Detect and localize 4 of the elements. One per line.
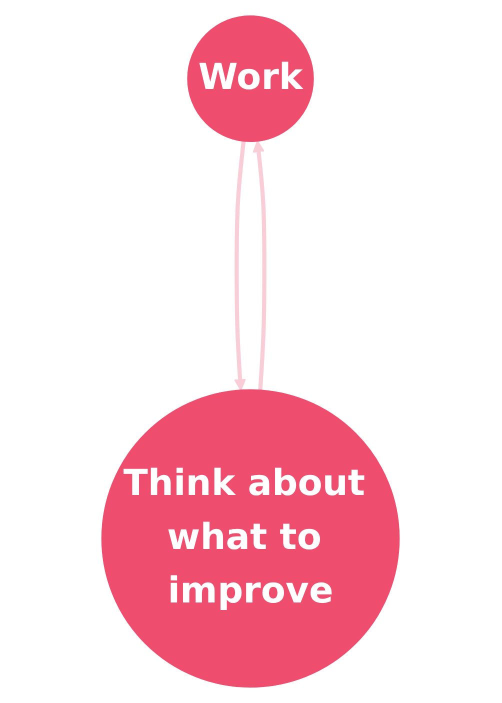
node-circle: Think about what to improve	[102, 389, 400, 688]
arrow	[253, 140, 267, 390]
node-circle: Work	[188, 15, 314, 142]
arrow	[234, 140, 247, 391]
